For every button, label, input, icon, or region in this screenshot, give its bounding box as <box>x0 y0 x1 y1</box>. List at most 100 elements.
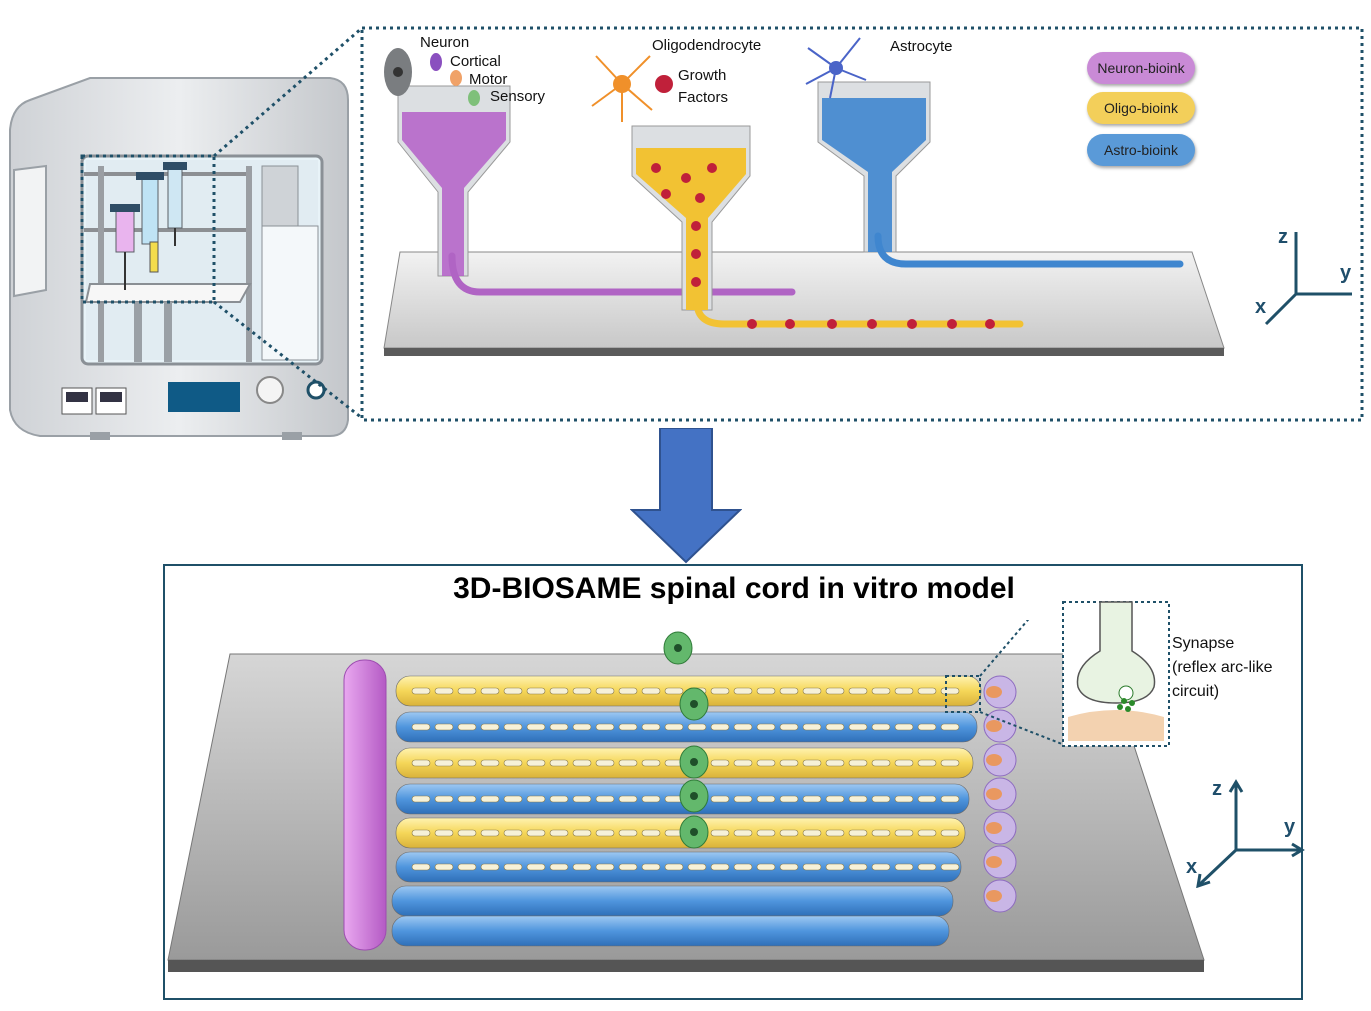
growth-factor-dot <box>827 319 837 329</box>
myelin-segment <box>940 795 960 803</box>
myelin-segment <box>572 829 592 837</box>
synapse-caption: Synapse (reflex arc-like circuit) <box>1172 632 1272 704</box>
myelin-segment <box>871 687 891 695</box>
growth-factor-dot <box>947 319 957 329</box>
axis-y-label-bottom: y <box>1284 816 1296 838</box>
growth-factor-dot <box>681 173 691 183</box>
myelin-segment <box>894 723 914 731</box>
myelin-segment <box>710 863 730 871</box>
myelin-segment <box>871 723 891 731</box>
neuron-icon <box>384 48 412 96</box>
myelin-segment <box>457 829 477 837</box>
myelin-segment <box>503 795 523 803</box>
myelin-segment <box>641 795 661 803</box>
myelin-segment <box>526 723 546 731</box>
myelin-segment <box>549 759 569 767</box>
myelin-segment <box>710 759 730 767</box>
myelin-segment <box>503 723 523 731</box>
myelin-segment <box>710 687 730 695</box>
motor-neuron-column <box>663 631 709 849</box>
sensory-neuron-soma <box>986 788 1002 800</box>
myelin-segment <box>549 687 569 695</box>
growth-factor-dot <box>691 221 701 231</box>
myelin-segment <box>434 759 454 767</box>
axis-triad-top <box>1264 232 1352 326</box>
myelin-segment <box>733 723 753 731</box>
motor-label: Motor <box>469 71 508 88</box>
model-panel <box>163 564 1303 1000</box>
myelin-segment <box>871 759 891 767</box>
myelin-segment <box>848 759 868 767</box>
growth-factor-dot <box>707 163 717 173</box>
myelin-segment <box>802 723 822 731</box>
myelin-segment <box>457 795 477 803</box>
myelin-segment <box>825 723 845 731</box>
axis-x-label-top: x <box>1255 296 1267 318</box>
myelin-segment <box>871 863 891 871</box>
synapse-zoom-box <box>945 675 981 713</box>
myelin-segment <box>457 723 477 731</box>
myelin-segment <box>802 687 822 695</box>
myelin-segment <box>940 723 960 731</box>
myelin-segment <box>411 829 431 837</box>
neuron-bioink-syringe <box>397 85 796 296</box>
myelin-segment <box>434 723 454 731</box>
myelin-segment <box>779 723 799 731</box>
sensory-neuron-soma <box>986 856 1002 868</box>
growth-factor-dot <box>691 277 701 287</box>
myelin-segment <box>411 795 431 803</box>
myelin-segment <box>894 795 914 803</box>
growth-factor-icon <box>655 75 673 93</box>
myelin-segment <box>871 829 891 837</box>
myelin-segment <box>595 863 615 871</box>
myelin-segment <box>894 829 914 837</box>
myelin-segment <box>733 795 753 803</box>
myelin-segment <box>411 723 431 731</box>
axis-z-label-bottom: z <box>1212 778 1222 800</box>
myelin-segment <box>848 863 868 871</box>
myelin-segment <box>503 759 523 767</box>
myelin-segment <box>710 723 730 731</box>
myelin-segment <box>894 863 914 871</box>
astro-bioink-filament <box>391 915 950 947</box>
myelin-segment <box>457 687 477 695</box>
myelin-segment <box>503 863 523 871</box>
motor-neuron-nucleus <box>690 792 698 800</box>
axis-z-label-top: z <box>1278 226 1288 248</box>
myelin-segment <box>802 829 822 837</box>
myelin-segment <box>917 829 937 837</box>
growth-factor-dot <box>985 319 995 329</box>
myelin-segment <box>618 829 638 837</box>
myelin-segment <box>549 723 569 731</box>
synapse-caption-line-1: Synapse <box>1172 635 1235 652</box>
growth-factor-dot <box>651 163 661 173</box>
myelin-segment <box>641 759 661 767</box>
myelin-segment <box>411 759 431 767</box>
myelin-segment <box>756 863 776 871</box>
myelin-segment <box>480 829 500 837</box>
cortical-label: Cortical <box>450 53 501 70</box>
myelin-segment <box>549 795 569 803</box>
myelin-segment <box>756 795 776 803</box>
neuron-label: Neuron <box>420 34 470 51</box>
axis-y-label-top: y <box>1340 262 1352 284</box>
down-arrow <box>630 428 742 564</box>
sensory-neuron-soma <box>986 686 1002 698</box>
myelin-segment <box>756 687 776 695</box>
myelin-segment <box>940 687 960 695</box>
astrocyte-icon <box>805 37 867 99</box>
myelin-segment <box>549 829 569 837</box>
myelin-segment <box>618 759 638 767</box>
astro-bioink-filament <box>391 885 954 917</box>
myelin-segment <box>733 829 753 837</box>
motor-neuron-nucleus <box>690 758 698 766</box>
myelin-segment <box>595 723 615 731</box>
myelin-segment <box>802 863 822 871</box>
myelin-segment <box>641 829 661 837</box>
myelin-segment <box>595 759 615 767</box>
legend-oligo-bioink: Oligo-bioink <box>1087 92 1195 124</box>
sensory-label: Sensory <box>490 88 546 105</box>
myelin-segment <box>687 863 707 871</box>
myelin-segment <box>894 759 914 767</box>
myelin-segment <box>779 795 799 803</box>
